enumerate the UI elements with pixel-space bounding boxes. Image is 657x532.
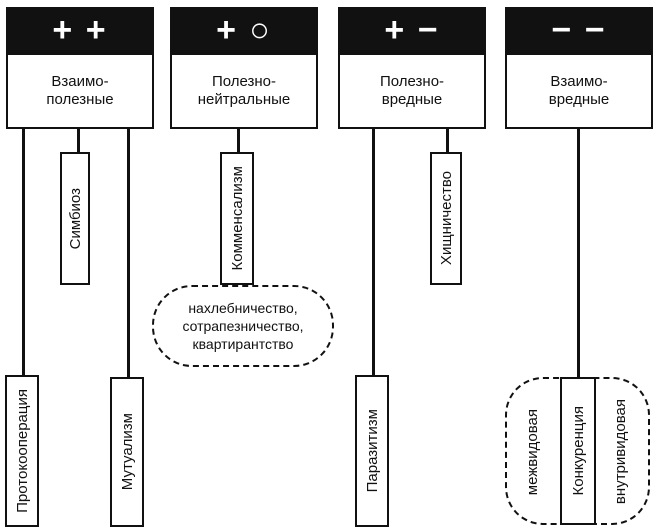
- category-label: Взаимо- полезные: [46, 73, 114, 108]
- connector-line: [237, 127, 240, 152]
- commensalism-forms-bubble: нахлебничество, сотрапезничество, кварти…: [152, 285, 334, 367]
- commensalism-forms-text: нахлебничество, сотрапезничество, кварти…: [182, 300, 304, 352]
- category-beneficial-harmful: Полезно- вредные: [338, 53, 486, 129]
- symbiosis-box: Симбиоз: [60, 152, 90, 285]
- connector-line: [446, 127, 449, 152]
- category-commensal: Полезно- нейтральные: [170, 53, 318, 129]
- header-beneficial-harmful: + −: [338, 7, 486, 53]
- category-label: Полезно- вредные: [379, 73, 445, 108]
- header-mutual-benefit: + +: [6, 7, 154, 53]
- header-mutual-harm: − −: [505, 7, 653, 53]
- category-label: Взаимо- вредные: [548, 73, 610, 108]
- mutualism-label: Мутуализм: [118, 413, 136, 491]
- interspecific-label: межвидовая: [524, 408, 541, 496]
- competition-box: Конкуренция: [560, 377, 596, 525]
- parasitism-box: Паразитизм: [355, 375, 389, 527]
- intraspecific-cell: внутривидовая: [598, 387, 643, 517]
- symbiosis-label: Симбиоз: [66, 187, 84, 250]
- protocooperation-label: Протокооперация: [13, 389, 31, 513]
- connector-line: [372, 127, 375, 375]
- predation-box: Хищничество: [430, 152, 462, 285]
- interspecific-cell: межвидовая: [510, 387, 555, 517]
- commensalism-label: Комменсализм: [228, 166, 246, 271]
- predation-label: Хищничество: [437, 171, 455, 266]
- header-symbol: + ○: [216, 10, 272, 49]
- header-symbol: + −: [384, 10, 440, 49]
- connector-line: [577, 127, 580, 377]
- category-mutual-harm: Взаимо- вредные: [505, 53, 653, 129]
- category-label: Полезно- нейтральные: [197, 73, 291, 108]
- competition-label: Конкуренция: [569, 406, 587, 496]
- category-mutual-benefit: Взаимо- полезные: [6, 53, 154, 129]
- connector-line: [22, 127, 25, 375]
- connector-line: [77, 127, 80, 152]
- connector-line: [127, 127, 130, 377]
- mutualism-box: Мутуализм: [110, 377, 144, 527]
- commensalism-box: Комменсализм: [220, 152, 254, 285]
- header-symbol: − −: [551, 10, 607, 49]
- protocooperation-box: Протокооперация: [5, 375, 39, 527]
- intraspecific-label: внутривидовая: [612, 399, 629, 505]
- header-symbol: + +: [52, 10, 108, 49]
- parasitism-label: Паразитизм: [363, 409, 381, 493]
- header-commensal: + ○: [170, 7, 318, 53]
